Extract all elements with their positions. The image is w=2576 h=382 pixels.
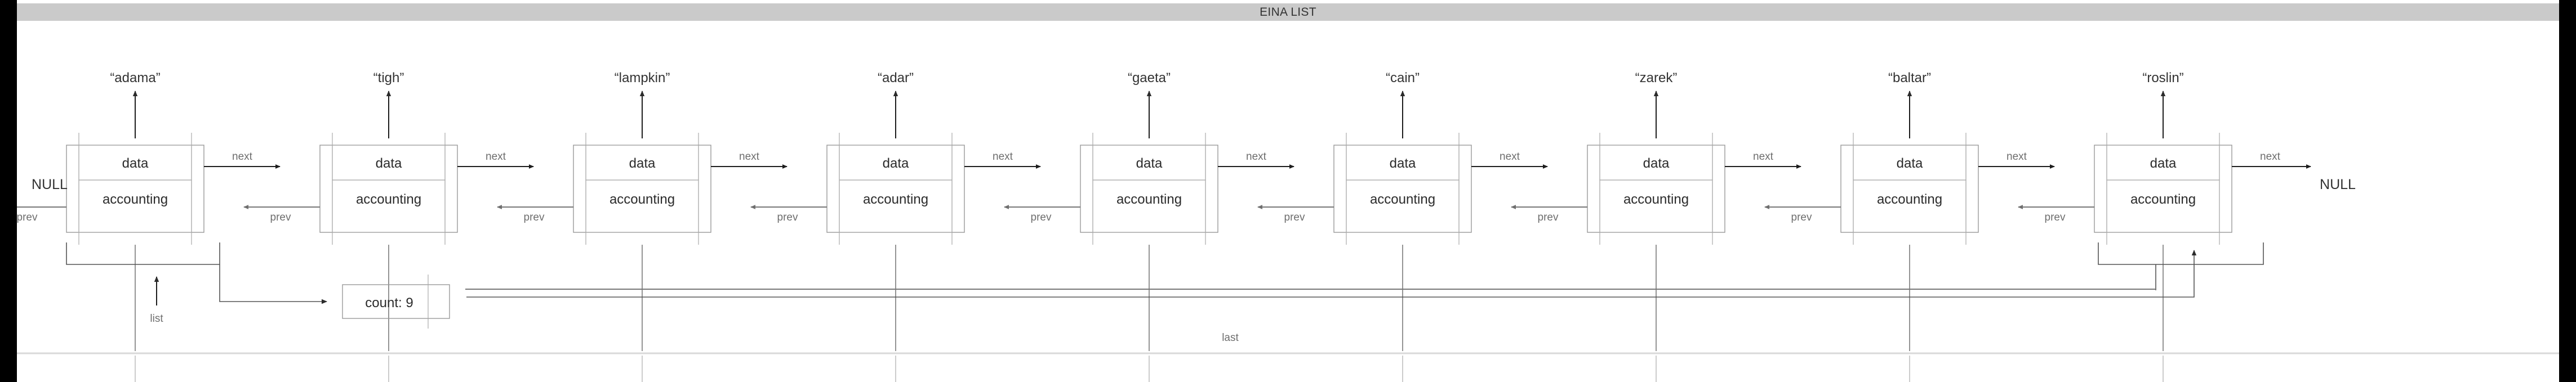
node-name-label: “lampkin” [615,70,670,86]
node-data-label: data [629,156,656,171]
list-bracket [66,242,220,265]
node-accounting-label: accounting [2130,192,2196,207]
window-titlebar [17,3,2559,21]
last-pointer-label: last [1222,332,1239,344]
list-to-count-line [219,264,327,304]
node-data-label: data [1136,156,1163,171]
node-name-label: “roslin” [2142,70,2183,86]
count-box [342,284,450,319]
next-label: next [739,151,760,163]
node-accounting-label: accounting [1877,192,1942,207]
next-label: next [993,151,1013,163]
null-right-label: NULL [2320,177,2356,192]
node-name-label: “cain” [1386,70,1420,86]
node-data-label: data [122,156,149,171]
prev-label: prev [1791,212,1812,223]
prev-label: prev [2045,212,2066,223]
node-data-label: data [883,156,909,171]
node-data-label: data [376,156,402,171]
count-label: count: 9 [365,295,413,311]
node-accounting-label: accounting [356,192,421,207]
node-name-label: “zarek” [1635,70,1678,86]
window-title: EINA LIST [1260,6,1316,19]
node-name-label: “gaeta” [1128,70,1171,86]
next-label: next [486,151,506,163]
prev-label: prev [1538,212,1559,223]
node-data-label: data [1897,156,1923,171]
linked-list-diagram: data accounting “adama” next prev data account… [17,70,2559,382]
prev-label: prev [17,212,38,223]
node-name-label: “adar” [878,70,914,86]
list-pointer-label: list [150,313,163,325]
node-accounting-label: accounting [863,192,928,207]
next-label: next [1500,151,1520,163]
node-accounting-label: accounting [1623,192,1689,207]
node-accounting-label: accounting [103,192,168,207]
last-node-bracket [2098,242,2264,265]
node-data-label: data [1643,156,1670,171]
diagram-canvas: EINA LIST data accounting “adama” next prev d… [17,0,2559,382]
next-label: next [2006,151,2027,163]
node-name-label: “adama” [110,70,160,86]
prev-label: prev [1031,212,1052,223]
next-label: next [2260,151,2281,163]
next-label: next [1753,151,1774,163]
prev-label: prev [777,212,798,223]
prev-label: prev [1284,212,1305,223]
null-left-label: NULL [32,177,68,192]
prev-label: prev [270,212,291,223]
node-accounting-label: accounting [1116,192,1182,207]
node-name-label: “baltar” [1888,70,1931,86]
node-accounting-label: accounting [609,192,675,207]
node-data-label: data [2150,156,2177,171]
diagram-svg-wrap: data accounting “adama” next prev data account… [17,0,2559,382]
node-accounting-label: accounting [1370,192,1435,207]
node-data-label: data [1390,156,1416,171]
node-name-label: “tigh” [373,70,404,86]
prev-label: prev [524,212,545,223]
next-label: next [232,151,253,163]
next-label: next [1246,151,1267,163]
last-pointer-arrow [466,250,2197,298]
